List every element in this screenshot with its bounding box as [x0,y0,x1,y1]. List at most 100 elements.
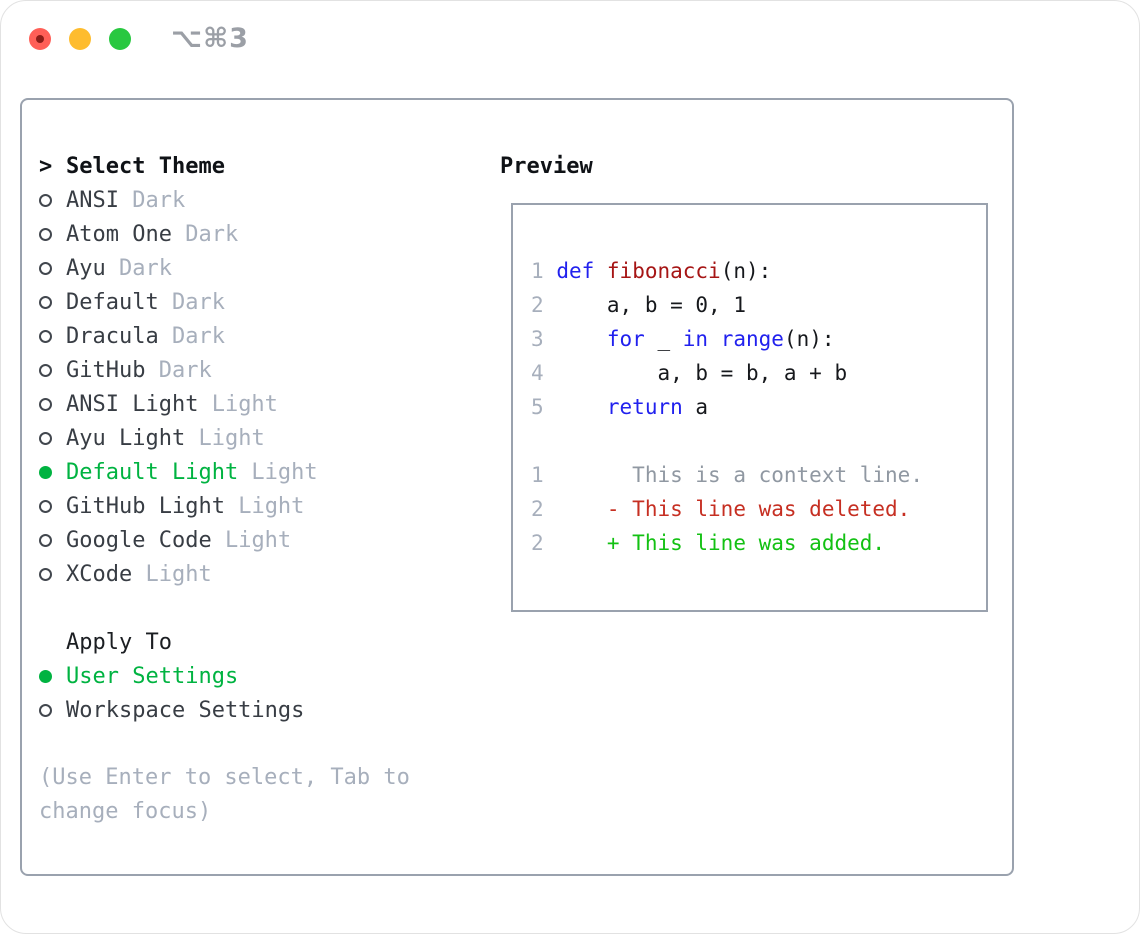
theme-option-ansi[interactable]: ANSI Dark [39,183,489,217]
marker-cell [39,499,66,513]
radio-unselected-icon [39,533,52,547]
theme-option-label: Default [66,289,159,315]
theme-option-dracula[interactable]: Dracula Dark [39,319,489,353]
radio-unselected-icon [39,363,52,377]
code-token-pl [708,327,721,351]
line-number: 2 [531,293,544,317]
code-token-pl: a, b = b, a + b [556,361,848,385]
line-number: 2 [531,531,544,555]
theme-variant-label: Dark [158,323,225,349]
theme-option-label: Dracula [66,323,159,349]
code-token-add: + This line was added. [556,531,886,555]
theme-variant-label: Dark [118,187,186,213]
code-token-kw: def [556,259,595,283]
theme-variant-label: Dark [105,255,172,281]
code-token-fn: fibonacci [606,259,721,283]
radio-unselected-icon [39,431,52,445]
marker-cell [39,703,66,717]
theme-option-label: Ayu Light [66,425,186,451]
theme-variant-label: Light [198,391,278,417]
theme-option-xcode[interactable]: XCode Light [39,557,489,591]
theme-option-github-light[interactable]: GitHub Light Light [39,489,489,523]
radio-unselected-icon [39,295,52,309]
marker-cell [39,465,66,479]
theme-option-google-code[interactable]: Google Code Light [39,523,489,557]
apply-option-label: User Settings [66,663,239,689]
theme-option-label: ANSI Light [66,391,199,417]
close-button[interactable] [29,28,51,50]
select-theme-title: Select Theme [66,153,225,179]
theme-option-label: Atom One [66,221,172,247]
marker-cell [39,363,66,377]
code-token-kw: return [606,395,683,419]
preview-line: 1 def fibonacci(n): [531,254,986,288]
radio-unselected-icon [39,567,52,581]
preview-title: Preview [500,153,593,179]
theme-variant-label: Light [238,459,318,485]
spacer [39,591,489,625]
line-number: 5 [531,395,544,419]
code-token-pl: a, b = 0, 1 [556,293,746,317]
line-number: 3 [531,327,544,351]
marker-cell [39,295,66,309]
theme-variant-label: Light [224,493,305,519]
keyboard-shortcut-label: ⌥⌘3 [171,23,249,54]
preview-line: 4 a, b = b, a + b [531,356,986,390]
theme-option-label: Google Code [66,527,212,553]
theme-variant-label: Dark [145,357,212,383]
apply-option-workspace-settings[interactable]: Workspace Settings [39,693,489,727]
focus-pointer-icon: > [39,153,53,179]
theme-variant-label: Light [211,527,292,553]
marker-cell [39,227,66,241]
marker-cell [39,193,66,207]
apply-to-title: Apply To [66,629,172,655]
radio-unselected-icon [39,227,52,241]
marker-cell [39,567,66,581]
theme-option-label: Ayu [66,255,106,281]
theme-option-ayu[interactable]: Ayu Dark [39,251,489,285]
code-token-kw: range [720,327,784,351]
preview-line [531,424,986,458]
code-token-ctx: This is a context line. [556,463,923,487]
theme-option-atom-one[interactable]: Atom One Dark [39,217,489,251]
theme-option-default-light[interactable]: Default Light Light [39,455,489,489]
marker-cell [39,261,66,275]
theme-variant-label: Dark [158,289,225,315]
line-number: 1 [531,259,544,283]
code-token-pl: (n): [783,327,835,351]
select-theme-header: > Select Theme [39,149,489,183]
preview-line: 3 for _ in range(n): [531,322,986,356]
theme-option-label: GitHub Light [66,493,225,519]
radio-unselected-icon [39,261,52,275]
marker-cell [39,533,66,547]
code-token-pl: a [682,395,709,419]
line-number: 1 [531,463,544,487]
code-token-pl [556,395,607,419]
zoom-button[interactable] [109,28,131,50]
marker-cell [39,329,66,343]
theme-option-github[interactable]: GitHub Dark [39,353,489,387]
code-token-kw: for [606,327,645,351]
theme-option-ayu-light[interactable]: Ayu Light Light [39,421,489,455]
radio-selected-icon [39,465,52,479]
minimize-button[interactable] [69,28,91,50]
titlebar: ⌥⌘3 [29,23,249,54]
theme-variant-label: Light [132,561,212,587]
apply-to-header: Apply To [39,625,489,659]
radio-unselected-icon [39,193,52,207]
preview-line: 2 + This line was added. [531,526,986,560]
theme-option-ansi-light[interactable]: ANSI Light Light [39,387,489,421]
radio-selected-icon [39,669,52,683]
theme-option-default[interactable]: Default Dark [39,285,489,319]
marker-cell [39,431,66,445]
theme-variant-label: Dark [171,221,239,247]
spacer [39,727,489,761]
apply-option-user-settings[interactable]: User Settings [39,659,489,693]
theme-option-label: Default Light [66,459,239,485]
